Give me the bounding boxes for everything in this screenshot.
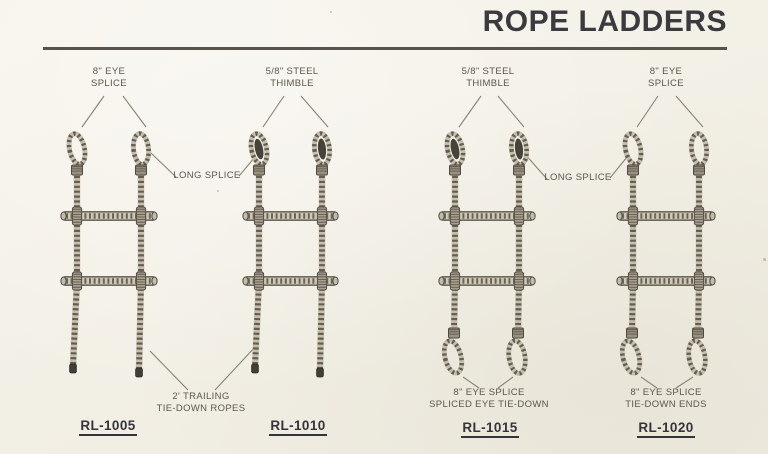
- trailing-label-line2: TIE-DOWN ROPES: [156, 403, 246, 414]
- leader-line: [675, 376, 694, 389]
- ladder-illustration-rl-1010: [242, 131, 339, 378]
- top-label-rl-1005: 8" EYE SPLICE: [64, 66, 154, 90]
- trailing-label-line1: 2' TRAILING: [172, 391, 230, 402]
- leader-line: [149, 350, 189, 391]
- leader-line: [150, 152, 177, 178]
- leader-line: [636, 95, 659, 128]
- leader-line: [497, 95, 525, 128]
- top-label-line1: 5/8" STEEL: [461, 66, 515, 77]
- model-number-text: RL-1010: [269, 418, 327, 436]
- eye-splice-loop: [130, 131, 152, 167]
- scan-speckle: [763, 258, 766, 261]
- top-label-line2: THIMBLE: [466, 78, 510, 89]
- bottom-label-line2: TIE-DOWN ENDS: [625, 399, 707, 410]
- eye-splice-loop: [622, 131, 644, 167]
- ladder-illustration-rl-1005: [60, 131, 158, 378]
- steel-thimble-eye: [311, 131, 333, 167]
- top-label-line1: 8" EYE: [92, 66, 126, 77]
- bottom-eye-splice-loop: [619, 338, 643, 376]
- top-label-rl-1020: 8" EYE SPLICE: [621, 66, 711, 90]
- leader-line: [262, 95, 285, 128]
- leader-line: [122, 95, 147, 128]
- bottom-eye-splice-loop: [441, 338, 465, 376]
- bottom-label-rl-1020: 8" EYE SPLICE TIE-DOWN ENDS: [601, 387, 731, 411]
- ladder-illustration-rl-1020: [616, 131, 716, 376]
- bottom-label-line1: 8" EYE SPLICE: [630, 387, 702, 398]
- model-number-rl-1020: RL-1020: [616, 420, 716, 438]
- top-label-line2: SPLICE: [91, 78, 127, 89]
- bottom-eye-splice-loop: [686, 338, 708, 376]
- top-label-line2: SPLICE: [648, 78, 684, 89]
- leader-line: [300, 95, 329, 128]
- steel-thimble-eye: [248, 131, 270, 167]
- long-splice-label-right: LONG SPLICE: [544, 172, 612, 183]
- bottom-label-line2: SPLICED EYE TIE-DOWN: [429, 399, 549, 410]
- model-number-rl-1015: RL-1015: [440, 420, 540, 438]
- model-number-text: RL-1020: [637, 420, 695, 438]
- header-rule: [43, 47, 727, 50]
- model-number-text: RL-1015: [461, 420, 519, 438]
- eye-splice-loop: [66, 131, 88, 167]
- leader-line: [609, 156, 628, 179]
- leader-line: [238, 156, 256, 177]
- leader-line: [81, 95, 105, 128]
- leader-line: [497, 376, 514, 389]
- bottom-eye-splice-loop: [506, 338, 528, 376]
- leader-line: [675, 95, 704, 128]
- trailing-tie-down-label: 2' TRAILING TIE-DOWN ROPES: [141, 391, 261, 415]
- top-label-line1: 5/8" STEEL: [265, 66, 319, 77]
- model-number-rl-1005: RL-1005: [58, 418, 158, 436]
- top-label-rl-1015: 5/8" STEEL THIMBLE: [443, 66, 533, 90]
- steel-thimble-eye: [508, 131, 530, 167]
- top-label-line2: THIMBLE: [270, 78, 314, 89]
- bottom-label-rl-1015: 8" EYE SPLICE SPLICED EYE TIE-DOWN: [419, 387, 559, 411]
- model-number-rl-1010: RL-1010: [248, 418, 348, 436]
- leader-lines: [81, 95, 704, 391]
- top-label-rl-1010: 5/8" STEEL THIMBLE: [247, 66, 337, 90]
- eye-splice-loop: [688, 131, 710, 167]
- leader-line: [462, 376, 480, 389]
- page-title: ROPE LADDERS: [482, 5, 727, 38]
- model-number-text: RL-1005: [79, 418, 137, 436]
- bottom-label-line1: 8" EYE SPLICE: [453, 387, 525, 398]
- ladder-illustration-rl-1015: [438, 131, 536, 376]
- scan-speckle: [330, 11, 332, 13]
- top-label-line1: 8" EYE: [649, 66, 683, 77]
- leader-line: [458, 95, 482, 128]
- leader-line: [214, 345, 257, 391]
- leader-line: [640, 376, 658, 389]
- long-splice-label-left: LONG SPLICE: [173, 170, 241, 181]
- scan-speckle: [217, 190, 219, 192]
- steel-thimble-eye: [444, 131, 466, 167]
